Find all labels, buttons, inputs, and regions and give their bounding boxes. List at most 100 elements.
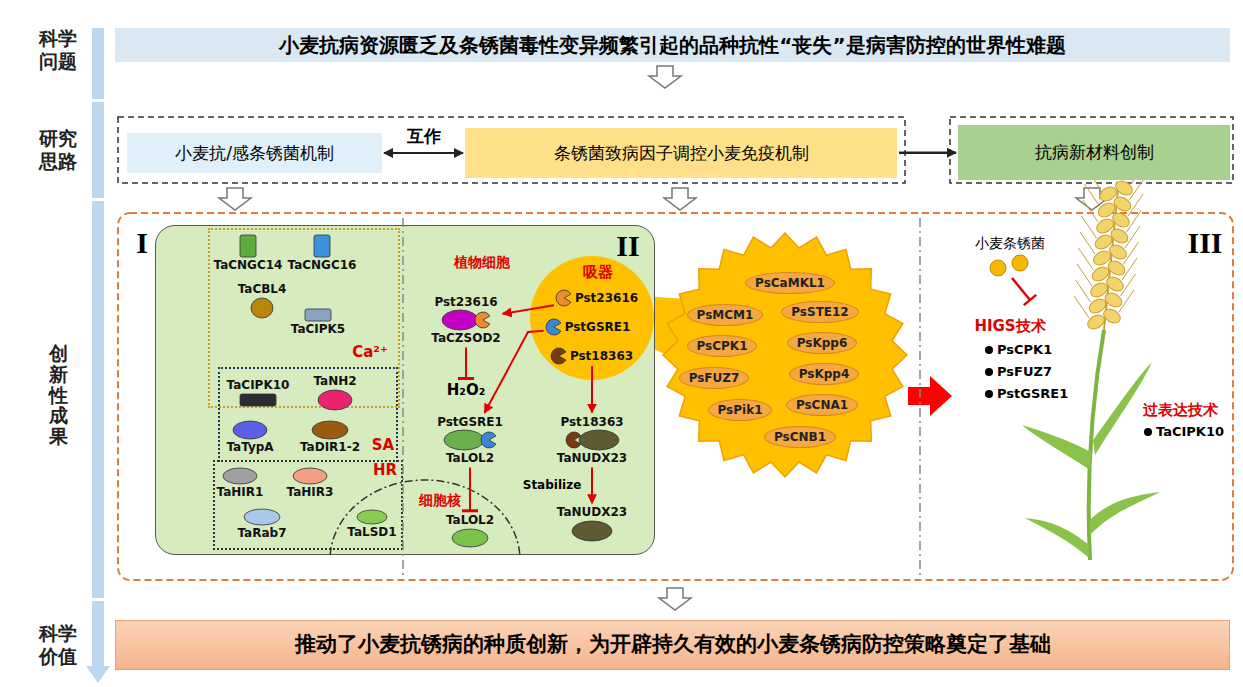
- results-frame: [118, 213, 1233, 580]
- flow-arrow: [219, 188, 251, 210]
- nucleus: 细胞核TaLOL2: [330, 480, 520, 555]
- protein-shape: [318, 390, 352, 410]
- wheat-awn: [1083, 200, 1098, 222]
- box-label: SA: [372, 436, 394, 454]
- wheat-plant: [1022, 162, 1160, 560]
- node-label: PsCaMKL1: [755, 276, 825, 290]
- protein-shape: [314, 235, 330, 257]
- protein-shape: [566, 430, 619, 450]
- protein: TaLSD1: [347, 510, 396, 539]
- protein-shape: [293, 468, 327, 484]
- wheat-leaf: [1090, 492, 1160, 535]
- mechanism-box: 条锈菌致病因子调控小麦免疫机制: [465, 128, 897, 178]
- wheat-grain: [1104, 274, 1126, 293]
- wheat-grain: [1112, 194, 1134, 213]
- protein-shape: [318, 390, 352, 410]
- section-label: 科学 价值: [36, 622, 80, 668]
- protein-shape: [312, 421, 348, 439]
- node-label: TaHIR1: [217, 485, 264, 499]
- protein: TaCNGC14: [214, 235, 283, 272]
- protein-shape: [223, 468, 257, 484]
- node-label: PsMCM1: [697, 308, 754, 322]
- timeline-gap: [90, 99, 106, 102]
- timeline-arrowhead: [86, 666, 110, 683]
- wheat-awn: [1077, 264, 1092, 286]
- box-label: Ca²⁺: [352, 343, 388, 361]
- protein-shape: [442, 310, 491, 330]
- node-label: H₂O₂: [447, 381, 485, 399]
- pathogenicity-factor: PsMCM1: [687, 304, 764, 326]
- protein-shape: [546, 319, 561, 335]
- mechanism-box: 小麦抗/感条锈菌机制: [127, 133, 382, 173]
- timeline-gap: [90, 598, 106, 601]
- protein-shape: [251, 298, 273, 318]
- connector: [485, 331, 544, 413]
- protein-shape: [452, 529, 488, 547]
- protein-shape: [551, 348, 566, 364]
- node-label: Pst18363: [570, 349, 633, 363]
- bullet: [985, 346, 993, 354]
- spore: [1012, 255, 1028, 271]
- wheat-awn: [1082, 216, 1097, 238]
- node-label: PstGSRE1: [565, 320, 631, 334]
- inhibition-bar: [1024, 295, 1036, 305]
- node-label: TaNUDX23: [557, 505, 627, 519]
- node-label: TaTypA: [226, 440, 273, 454]
- pathogenicity-factor: PsKpp6: [787, 332, 858, 354]
- protein-shape: [240, 394, 276, 406]
- flow-arrow: [664, 188, 696, 210]
- panel-number: I: [136, 225, 148, 261]
- wheat-awn: [1074, 296, 1089, 318]
- panel-number: II: [616, 228, 639, 264]
- protein-shape: [481, 432, 496, 448]
- spore: [990, 260, 1006, 276]
- annotation: PsFUZ7: [997, 364, 1052, 380]
- pathogenicity-factor: PsFUZ7: [679, 367, 750, 389]
- protein-shape: [240, 235, 256, 257]
- flow-arrow: [659, 588, 691, 610]
- section-label: 创新性成果: [49, 343, 68, 447]
- effector-burst: [663, 233, 907, 477]
- protein: TaTypA: [226, 421, 273, 454]
- connector: [591, 366, 593, 413]
- connector: [465, 347, 467, 379]
- protein: Pst23616: [556, 290, 638, 306]
- pathogenicity-factor: PsCaMKL1: [745, 272, 835, 294]
- node-label: Pst23616: [575, 291, 638, 305]
- wheat-awn: [1076, 280, 1091, 302]
- wheat-grain: [1113, 178, 1135, 197]
- wheat-awn: [1085, 184, 1100, 206]
- node-label: PsSTE12: [791, 305, 848, 319]
- dashed-group: [950, 117, 1233, 183]
- connector: [591, 467, 593, 503]
- annotation: PstGSRE1: [997, 386, 1068, 402]
- wheat-grain: [1109, 226, 1131, 245]
- big-arrow: [908, 376, 952, 416]
- protein: PstGSRE1: [546, 319, 631, 335]
- protein: TaDIR1-2: [300, 421, 360, 454]
- connector: [469, 467, 471, 511]
- node-label: TaCIPK10: [227, 378, 290, 392]
- node-label: PsCPK1: [697, 339, 748, 353]
- protein-shape: [305, 309, 331, 321]
- protein-shape: [357, 510, 387, 524]
- pathogenicity-factor: PsPik1: [708, 399, 773, 421]
- bullet: [985, 390, 993, 398]
- box-label: HR: [373, 461, 397, 479]
- bullet: [1144, 428, 1152, 436]
- bullet: [985, 368, 993, 376]
- protein-shape: [452, 529, 488, 547]
- wheat-grain: [1107, 242, 1129, 261]
- protein-shape: [572, 521, 612, 541]
- protein-shape: [244, 509, 280, 525]
- protein-shape: [572, 521, 612, 541]
- node-label: Pst18363: [560, 415, 623, 429]
- connector: [384, 152, 463, 154]
- box-label: 推动了小麦抗锈病的种质创新，为开辟持久有效的小麦条锈病防控策略奠定了基础: [295, 632, 1051, 657]
- pathogenicity-factor: PsSTE12: [781, 301, 858, 323]
- pathogenicity-factor: PsCPK1: [687, 335, 758, 357]
- protein: PstGSRE1TaLOL2: [437, 415, 503, 466]
- protein-shape: [444, 430, 484, 450]
- protein: Pst23616TaCZSOD2: [431, 295, 500, 346]
